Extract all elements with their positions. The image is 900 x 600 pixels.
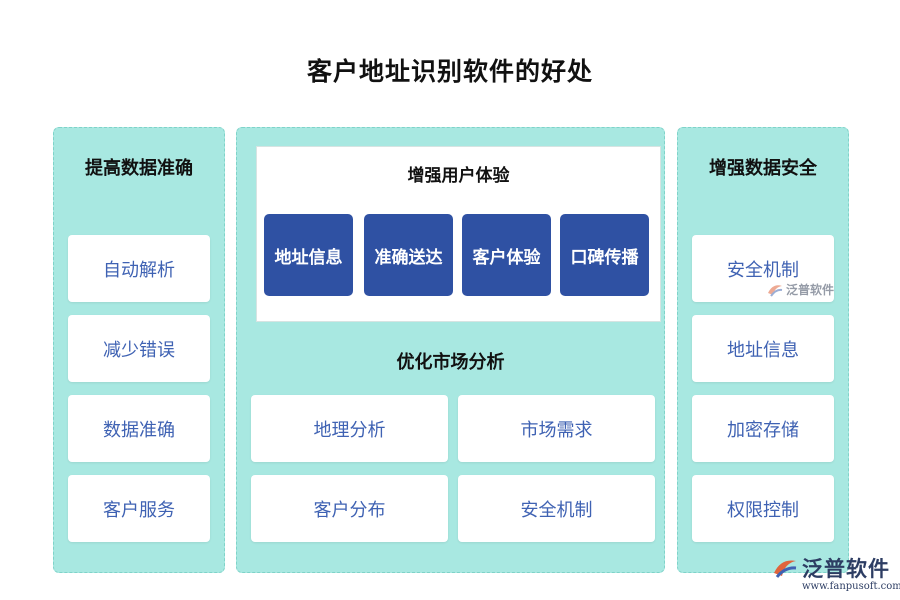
user-experience-box: 增强用户体验 地址信息 准确送达 客户体验 口碑传播 [256, 146, 661, 322]
panel-improve-accuracy: 提高数据准确 自动解析 减少错误 数据准确 客户服务 [53, 127, 225, 573]
brand-logo: 泛普软件 www.fanpusoft.com [772, 553, 900, 592]
watermark-small-text: 泛普软件 [786, 283, 835, 297]
card-address-info: 地址信息 [692, 315, 834, 382]
blue-card-accurate-delivery: 准确送达 [364, 214, 453, 296]
card-auto-parse: 自动解析 [68, 235, 210, 302]
blue-card-word-of-mouth: 口碑传播 [560, 214, 649, 296]
panel-middle: 增强用户体验 地址信息 准确送达 客户体验 口碑传播 优化市场分析 地理分析 市… [236, 127, 665, 573]
brand-url: www.fanpusoft.com [802, 581, 900, 592]
card-reduce-errors: 减少错误 [68, 315, 210, 382]
watermark-small: 泛普软件 [767, 281, 834, 298]
card-security-mechanism: 安全机制 [692, 235, 834, 302]
card-customer-distribution: 客户分布 [251, 475, 448, 542]
card-market-demand: 市场需求 [458, 395, 655, 462]
market-analysis-heading: 优化市场分析 [396, 352, 505, 373]
user-experience-heading: 增强用户体验 [407, 166, 510, 186]
panel-data-security: 增强数据安全 安全机制 地址信息 加密存储 权限控制 [677, 127, 849, 573]
brand-logo-icon [774, 560, 797, 578]
card-customer-service: 客户服务 [68, 475, 210, 542]
brand-logo-icon [768, 284, 783, 297]
page-title: 客户地址识别软件的好处 [306, 57, 593, 86]
brand-name: 泛普软件 [802, 557, 890, 581]
card-geo-analysis: 地理分析 [251, 395, 448, 462]
card-encrypted-storage: 加密存储 [692, 395, 834, 462]
card-access-control: 权限控制 [692, 475, 834, 542]
card-data-accuracy: 数据准确 [68, 395, 210, 462]
card-security-mechanism: 安全机制 [458, 475, 655, 542]
blue-card-address-info: 地址信息 [264, 214, 353, 296]
panel-heading: 增强数据安全 [709, 158, 817, 179]
panel-heading: 提高数据准确 [85, 158, 193, 179]
blue-card-customer-experience: 客户体验 [462, 214, 551, 296]
